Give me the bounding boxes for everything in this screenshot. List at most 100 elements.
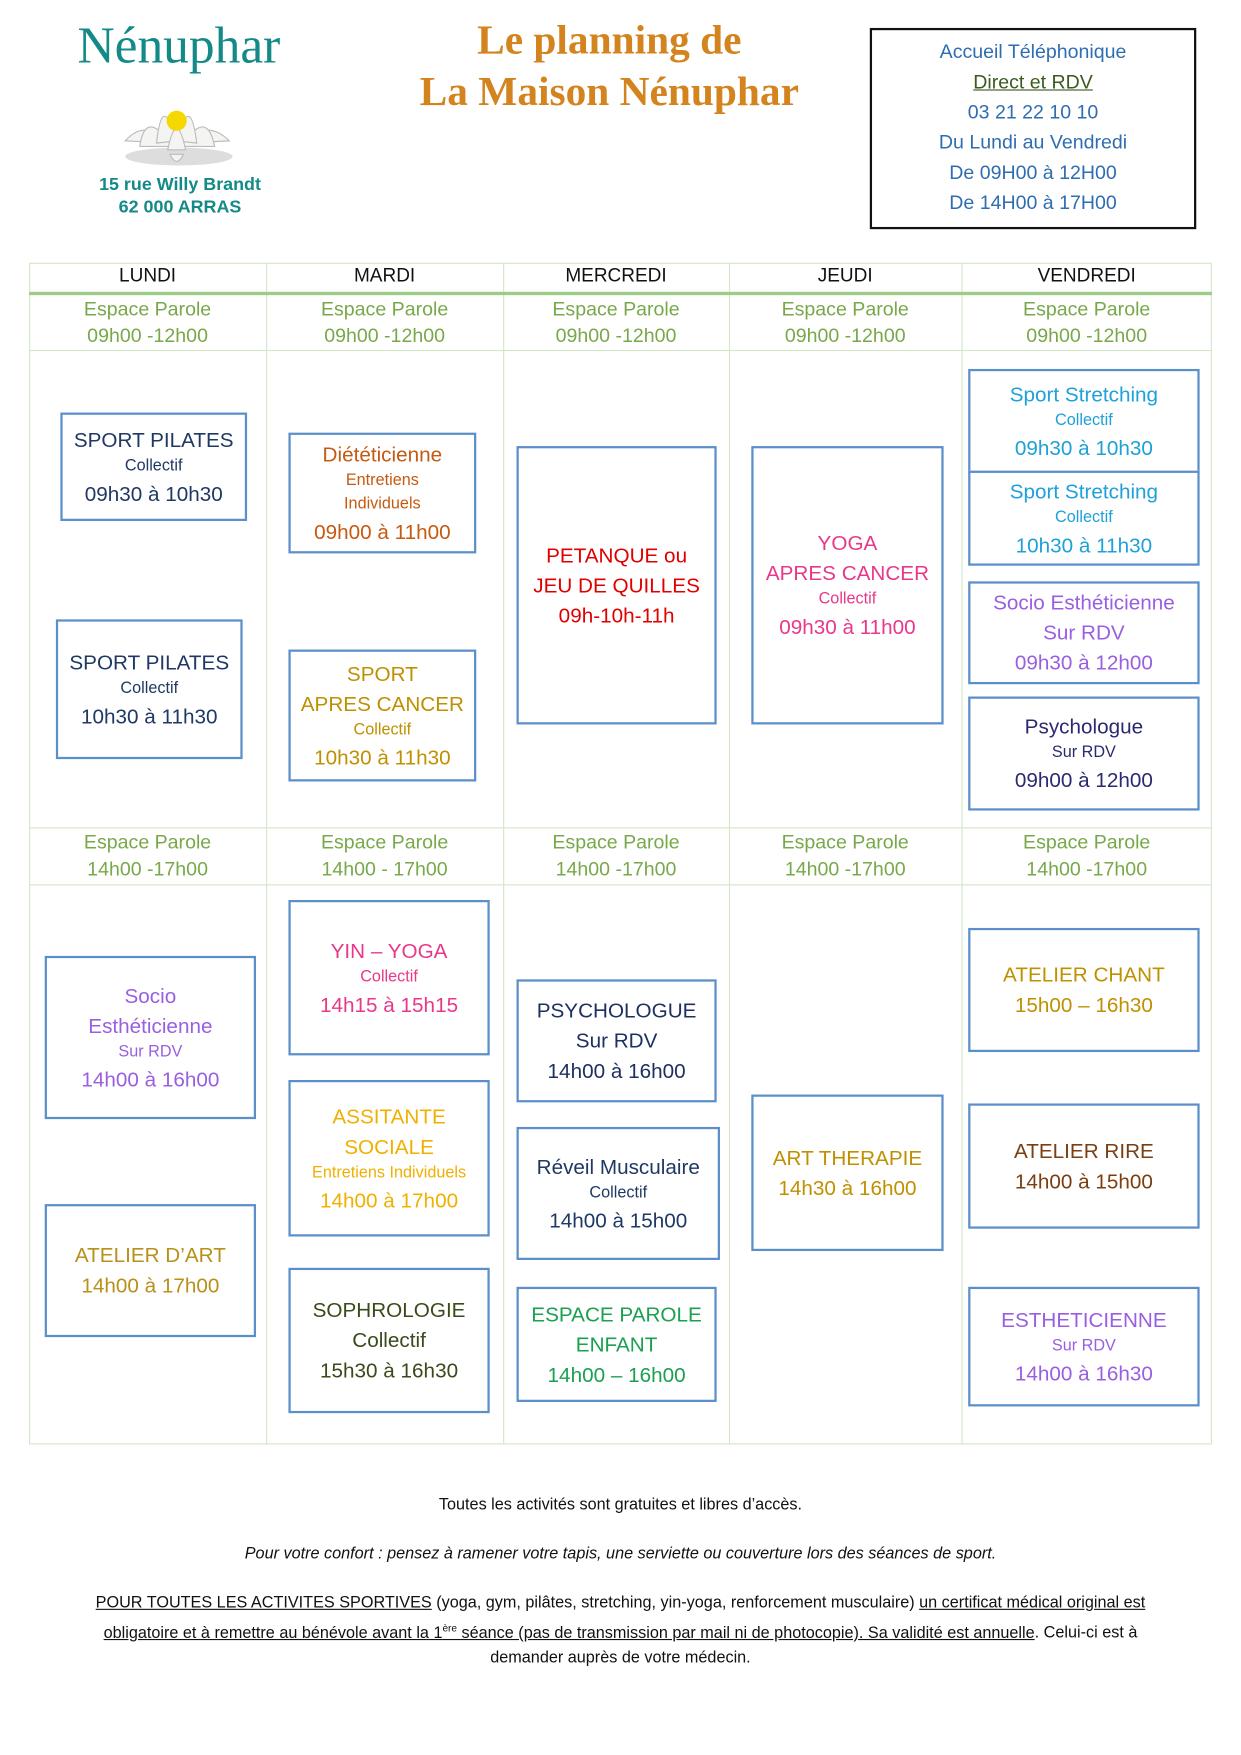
- activity-time: 14h00 à 15h00: [1014, 1168, 1153, 1193]
- cert-examples: (yoga, gym, pilâtes, stretching, yin-yog…: [431, 1594, 920, 1613]
- address-street: 15 rue Willy Brandt: [99, 175, 261, 195]
- schedule-table: [29, 262, 1212, 1445]
- activity-subtitle: Collectif: [1055, 410, 1113, 429]
- activity-time: 09h30 à 10h30: [1014, 435, 1153, 459]
- activity-time: 10h30 à 11h30: [81, 703, 218, 728]
- activity-title: Socio Esthéticienne: [993, 590, 1175, 614]
- espace-parole-time: 14h00 -17h00: [1026, 857, 1148, 880]
- activity-subtitle: Collectif: [124, 456, 183, 475]
- espace-parole-time: 09h00 -12h00: [87, 324, 208, 347]
- cert-ending: . Celui-ci est à demander auprès de votr…: [490, 1624, 1138, 1667]
- address-city: 62 000 ARRAS: [118, 197, 242, 217]
- espace-parole-time: 09h00 -12h00: [324, 324, 445, 347]
- contact-line: Accueil Téléphonique: [939, 40, 1127, 63]
- cert-sup: ère: [442, 1622, 458, 1634]
- activity-title: ESTHETICIENNE: [1001, 1307, 1167, 1331]
- cert-requirement: un certificat médical original est oblig…: [104, 1594, 1146, 1642]
- espace-parole-label: Espace Parole: [552, 830, 680, 854]
- espace-parole-afternoon: Espace Parole 14h00 - 17h00: [266, 828, 503, 882]
- activity-subtitle: Collectif: [353, 720, 412, 739]
- activity-title: ATELIER CHANT: [1003, 962, 1165, 987]
- espace-parole-morning: Espace Parole 09h00 -12h00: [729, 295, 962, 349]
- activity-subtitle: Sur RDV: [118, 1042, 183, 1061]
- activity-subtitle: Sur RDV: [1051, 1336, 1116, 1355]
- activity-time: 10h30 à 11h30: [314, 745, 451, 769]
- activity-subtitle: Collectif: [1055, 508, 1113, 527]
- activity-time: 14h00 à 17h00: [320, 1187, 459, 1212]
- espace-parole-time: 14h00 - 17h00: [321, 857, 448, 880]
- activity-title: YIN – YOGA: [330, 938, 448, 963]
- espace-parole-label: Espace Parole: [781, 297, 909, 320]
- day-header-mercredi: MERCREDI: [565, 264, 667, 287]
- activity-time: 14h00 à 17h00: [81, 1273, 220, 1297]
- espace-parole-afternoon: Espace Parole 14h00 -17h00: [29, 828, 266, 882]
- espace-parole-time: 09h00 -12h00: [784, 324, 906, 347]
- espace-parole-label: Espace Parole: [83, 830, 212, 854]
- activity-time: 10h30 à 11h30: [1015, 532, 1153, 557]
- activity-time: 09h-10h-11h: [558, 603, 675, 627]
- column-divider: [503, 262, 505, 1445]
- cert-heading: POUR TOUTES LES ACTIVITES SPORTIVES: [95, 1594, 432, 1613]
- activity-title: ATELIER RIRE: [1013, 1138, 1154, 1163]
- activity-title: ASSITANTE: [332, 1104, 446, 1128]
- activity-time: 14h00 à 16h00: [547, 1058, 686, 1083]
- activity-time: 15h30 à 16h30: [320, 1358, 459, 1382]
- row-divider: [29, 349, 1212, 352]
- activity-box[interactable]: ATELIER RIRE 14h00 à 15h00: [968, 1103, 1200, 1229]
- contact-phone[interactable]: 03 21 22 10 10: [967, 100, 1099, 123]
- activity-time: 14h00 – 16h00: [547, 1362, 686, 1386]
- activity-subtitle: Sur RDV: [1051, 743, 1116, 762]
- espace-parole-label: Espace Parole: [320, 830, 449, 854]
- espace-parole-label: Espace Parole: [1023, 297, 1151, 320]
- espace-parole-label: Espace Parole: [320, 297, 449, 320]
- page-title: Le planning de La Maison Nénuphar: [369, 16, 850, 119]
- contact-hours-morning: De 09H00 à 12H00: [949, 160, 1117, 184]
- activity-title: Esthéticienne: [88, 1013, 213, 1037]
- column-divider: [266, 262, 268, 1445]
- brand-logo-text: Nénuphar: [77, 16, 281, 74]
- contact-hours-afternoon: De 14H00 à 17H00: [949, 191, 1117, 214]
- cert-req-a: un certificat médical original est oblig…: [103, 1594, 1146, 1643]
- activity-title: ESPACE PAROLE: [531, 1301, 702, 1326]
- activity-time: 14h30 à 16h00: [778, 1175, 917, 1200]
- row-divider: [29, 884, 1212, 886]
- espace-parole-time: 14h00 -17h00: [784, 857, 906, 880]
- activity-time: 15h00 – 16h30: [1014, 992, 1153, 1017]
- activity-title: Diététicienne: [322, 442, 443, 466]
- footer-comfort-note: Pour votre confort : pensez à ramener vo…: [244, 1545, 997, 1563]
- activity-subtitle: Collectif: [360, 967, 418, 986]
- contact-days: Du Lundi au Vendredi: [938, 130, 1128, 154]
- activity-title: Psychologue: [1024, 714, 1144, 738]
- espace-parole-label: Espace Parole: [83, 297, 212, 320]
- day-header-vendredi: VENDREDI: [1037, 264, 1136, 287]
- day-header-mardi: MARDI: [353, 264, 416, 287]
- espace-parole-time: 14h00 -17h00: [87, 857, 208, 880]
- activity-box[interactable]: ATELIER CHANT 15h00 – 16h30: [968, 927, 1200, 1053]
- footer-certificate-note: POUR TOUTES LES ACTIVITES SPORTIVES (yog…: [67, 1591, 1174, 1670]
- activity-title: SPORT: [346, 661, 418, 685]
